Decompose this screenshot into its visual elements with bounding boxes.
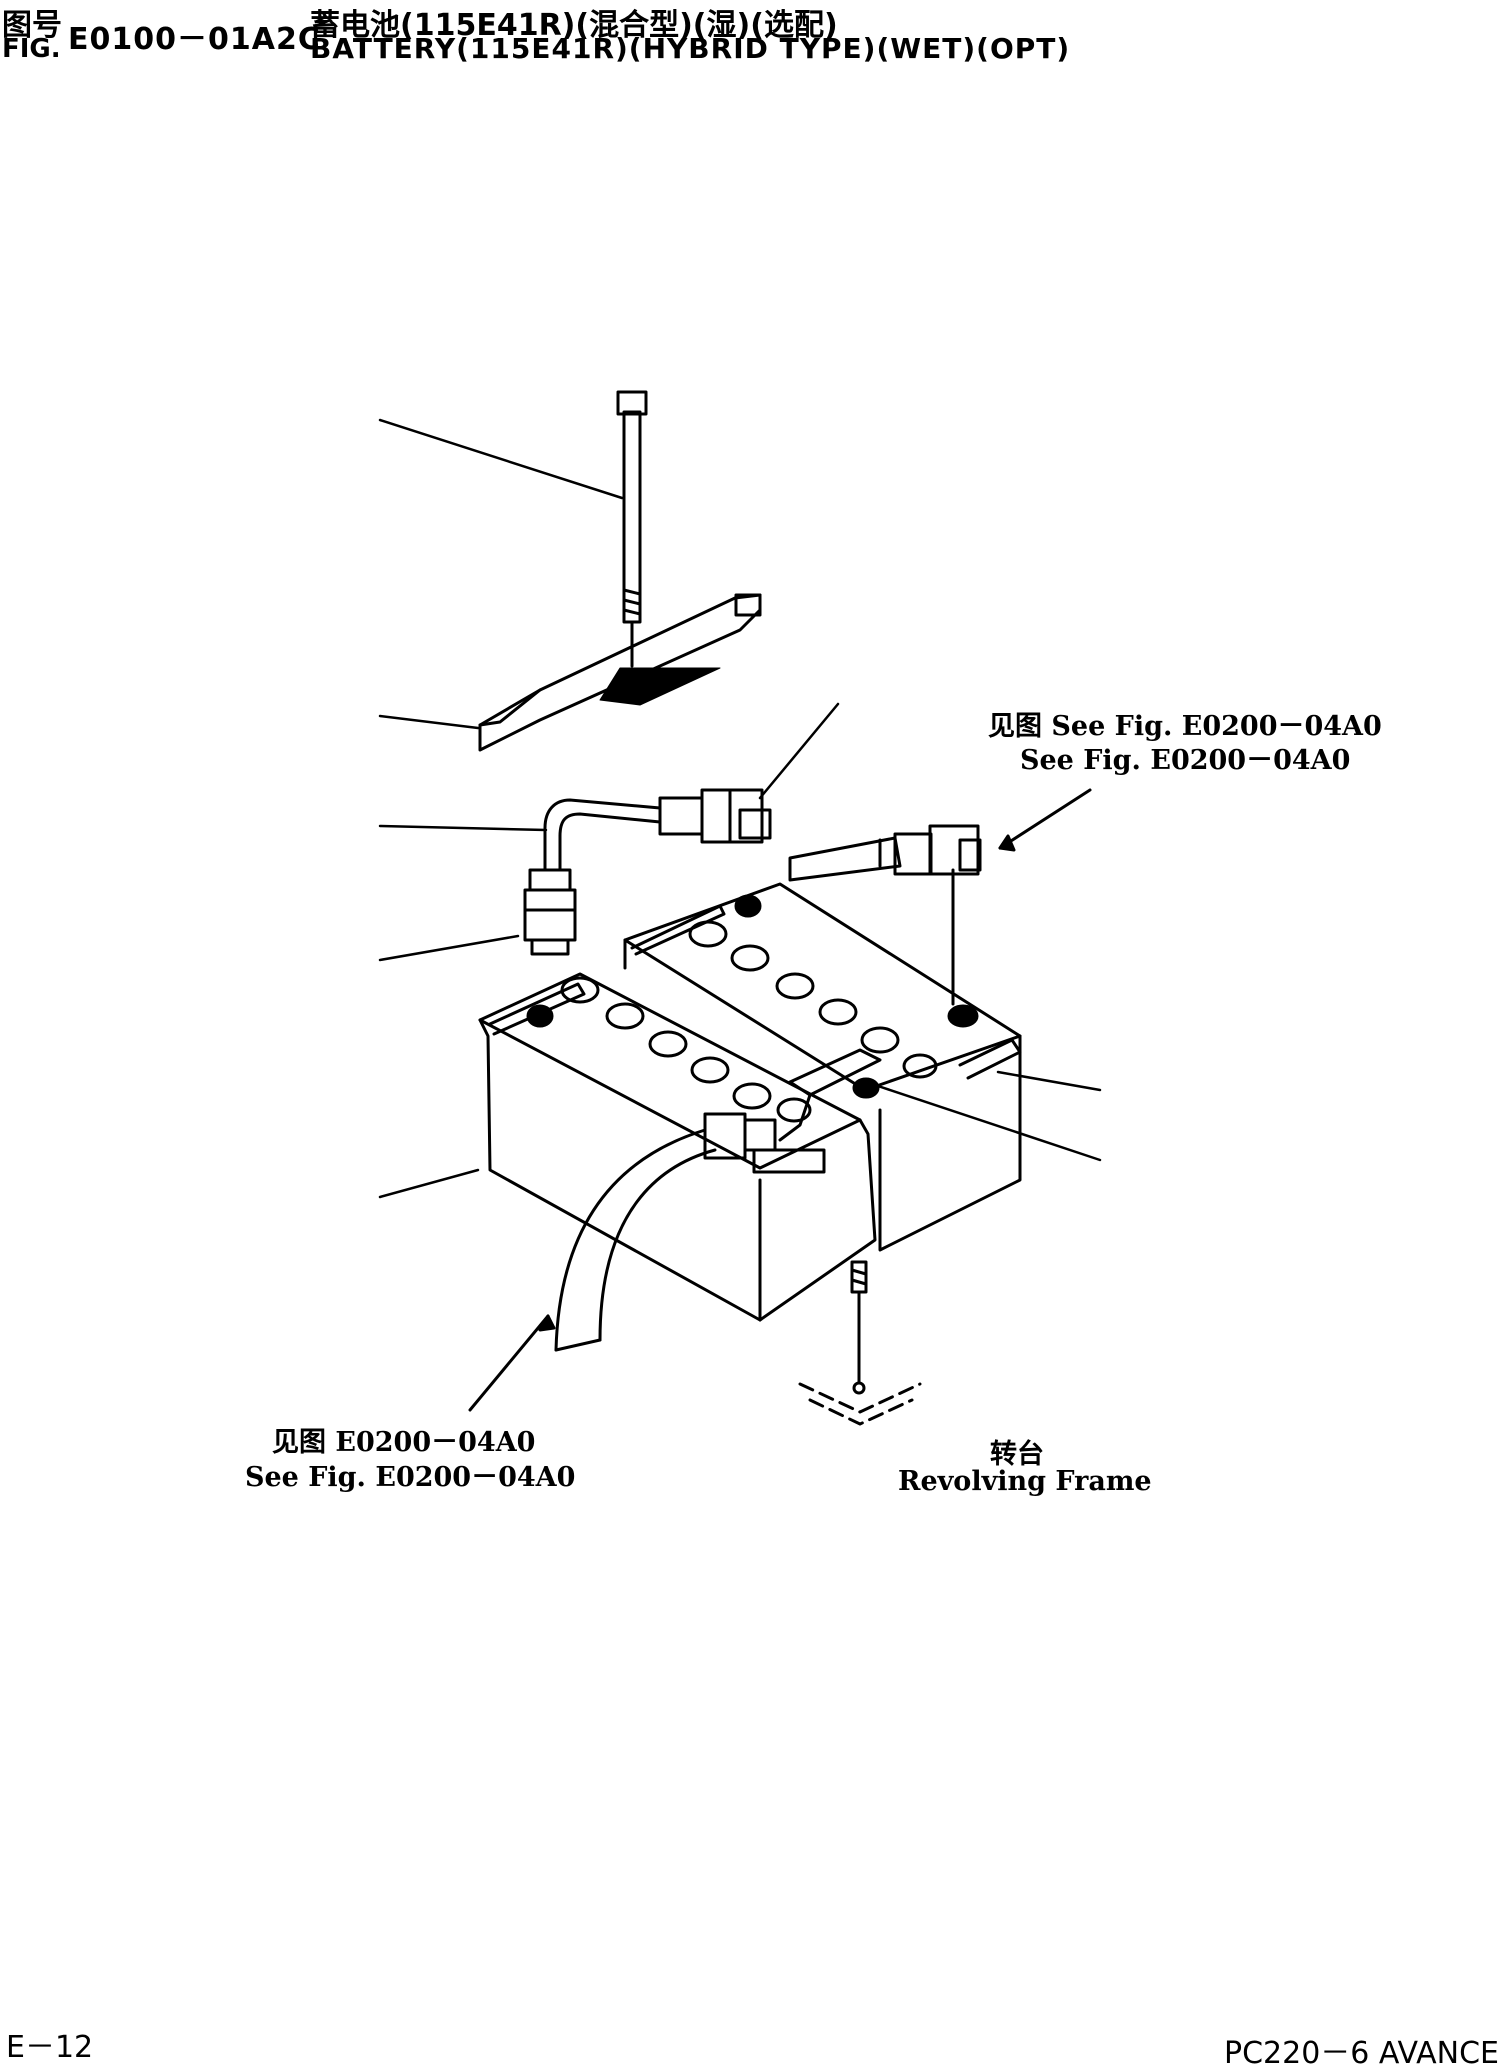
page-number: E－12 xyxy=(6,2030,94,2065)
title-english: BATTERY(115E41R)(HYBRID TYPE)(WET)(OPT) xyxy=(310,32,1071,65)
right-reference-en: See Fig. E0200－04A0 xyxy=(1020,745,1351,776)
battery-front xyxy=(478,972,877,1322)
leader-lines xyxy=(378,418,1102,1199)
hold-down-bracket xyxy=(478,593,762,752)
battery-rear xyxy=(623,882,1022,1252)
battery-link-bar xyxy=(778,1048,882,1142)
main-cable xyxy=(468,1112,777,1412)
right-reference-zh: 见图 See Fig. E0200－04A0 xyxy=(988,711,1382,742)
figure-code: E0100－01A2C xyxy=(68,22,321,57)
revolving-frame-label-zh: 转台 xyxy=(990,1439,1044,1470)
positive-terminal-connector xyxy=(788,788,1092,1006)
ground-cable xyxy=(523,788,772,956)
long-bolt xyxy=(616,390,648,668)
revolving-frame-label-en: Revolving Frame xyxy=(898,1466,1152,1497)
left-reference-zh: 见图 E0200－04A0 xyxy=(272,1427,536,1458)
left-reference-en: See Fig. E0200－04A0 xyxy=(245,1462,576,1493)
mount-bolt xyxy=(798,1260,922,1426)
fig-label-en: FIG. xyxy=(2,34,61,64)
machine-model: PC220－6 AVANCE xyxy=(1224,2036,1498,2071)
title-chinese: 蓄电池(115E41R)(混合型)(湿)(选配) xyxy=(310,8,838,43)
fig-label-zh: 图号 xyxy=(2,8,62,43)
